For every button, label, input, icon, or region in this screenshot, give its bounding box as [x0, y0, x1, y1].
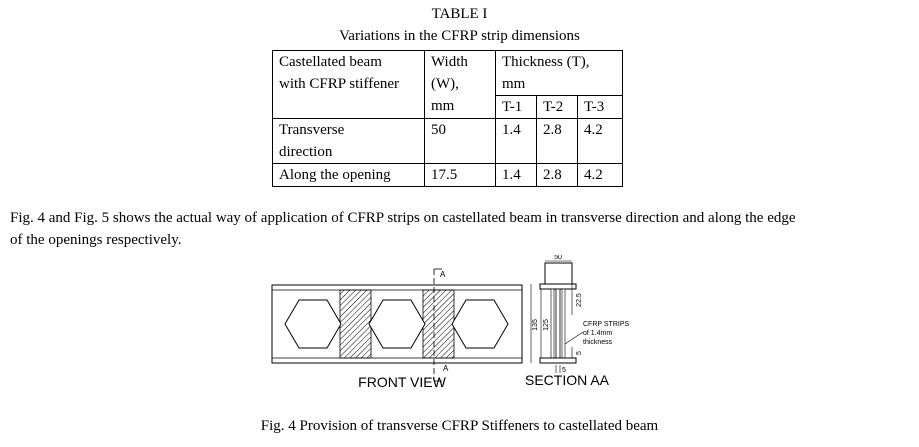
hexagonal-opening	[368, 299, 426, 349]
header-t2: T-2	[536, 95, 578, 119]
header-thickness-line2: mm	[502, 76, 526, 92]
header-width-line2: (W),	[431, 76, 459, 92]
row-t3: 4.2	[577, 163, 623, 187]
header-thickness: Thickness (T), mm	[495, 50, 623, 96]
header-beam-type: Castellated beam with CFRP stiffener	[272, 50, 425, 119]
hexagonal-opening	[451, 299, 509, 349]
dim-label-135: 135	[532, 319, 539, 331]
section-aa: 50 135 125 22.5 5 5 CFRP STRIPS of 1.4mm…	[525, 255, 630, 388]
row-type: Along the opening	[272, 163, 425, 187]
table-subheader-row: T-1 T-2 T-3	[273, 95, 623, 119]
header-width: Width (W), mm	[424, 50, 496, 119]
table-row: Along the opening 17.5 1.4 2.8 4.2	[272, 163, 623, 187]
front-view: A A FRONT VIEW	[271, 268, 523, 390]
row-width: 50	[424, 118, 496, 164]
top-flange	[539, 283, 577, 290]
paragraph-line2: of the openings respectively.	[10, 232, 182, 248]
cfrp-stiffener-strip	[339, 289, 372, 359]
cfrp-web-strip	[561, 288, 566, 359]
row-type-line2: direction	[279, 144, 333, 160]
header-beam-line2: with CFRP stiffener	[279, 76, 400, 92]
cfrp-top-strip	[544, 262, 573, 285]
section-marker-top: A	[440, 270, 446, 279]
dim-label-5-vertical: 5	[576, 351, 583, 355]
row-t2: 2.8	[536, 118, 578, 164]
header-t1: T-1	[495, 95, 537, 119]
cfrp-dimensions-table: Castellated beam with CFRP stiffener Wid…	[272, 50, 623, 187]
row-width: 17.5	[424, 163, 496, 187]
bottom-flange	[539, 357, 577, 364]
paragraph-line1: Fig. 4 and Fig. 5 shows the actual way o…	[10, 210, 796, 226]
header-beam-line1: Castellated beam	[279, 54, 382, 70]
row-type: Transverse direction	[272, 118, 425, 164]
note-line1: CFRP STRIPS	[583, 321, 629, 328]
header-t3: T-3	[577, 95, 623, 119]
figure-caption: Fig. 4 Provision of transverse CFRP Stif…	[260, 418, 659, 434]
hexagonal-opening	[284, 299, 342, 349]
dim-label-125: 125	[543, 319, 550, 331]
table-row: Transverse direction 50 1.4 2.8 4.2	[272, 118, 623, 164]
row-t2: 2.8	[536, 163, 578, 187]
row-t3: 4.2	[577, 118, 623, 164]
section-marker-bottom: A	[443, 364, 449, 373]
row-type-line1: Transverse	[279, 122, 345, 138]
row-t1: 1.4	[495, 163, 537, 187]
header-thickness-line1: Thickness (T),	[502, 54, 590, 70]
web	[555, 288, 561, 359]
table-header-row: Castellated beam with CFRP stiffener Wid…	[272, 50, 623, 119]
note-line2: of 1.4mm	[583, 330, 612, 337]
dim-label-22-5: 22.5	[576, 293, 583, 307]
section-aa-label: SECTION AA	[525, 372, 610, 388]
header-width-line1: Width	[431, 54, 468, 70]
dim-label-5-bottom: 5	[562, 367, 566, 374]
table-label: TABLE I	[431, 6, 488, 22]
leader-line	[564, 331, 584, 345]
note-line3: thickness	[583, 339, 613, 346]
body-paragraph: Fig. 4 and Fig. 5 shows the actual way o…	[10, 207, 910, 251]
dim-label-50: 50	[554, 255, 562, 261]
header-width-line3: mm	[431, 98, 455, 114]
castellated-beam-drawing: A A FRONT VIEW 50 135 125 22.5 5 5 CFRP …	[271, 255, 630, 390]
table-title: Variations in the CFRP strip dimensions	[339, 28, 580, 44]
row-t1: 1.4	[495, 118, 537, 164]
cfrp-web-strip	[550, 288, 555, 359]
cfrp-stiffener-strip	[422, 289, 455, 359]
front-view-label: FRONT VIEW	[358, 374, 446, 390]
